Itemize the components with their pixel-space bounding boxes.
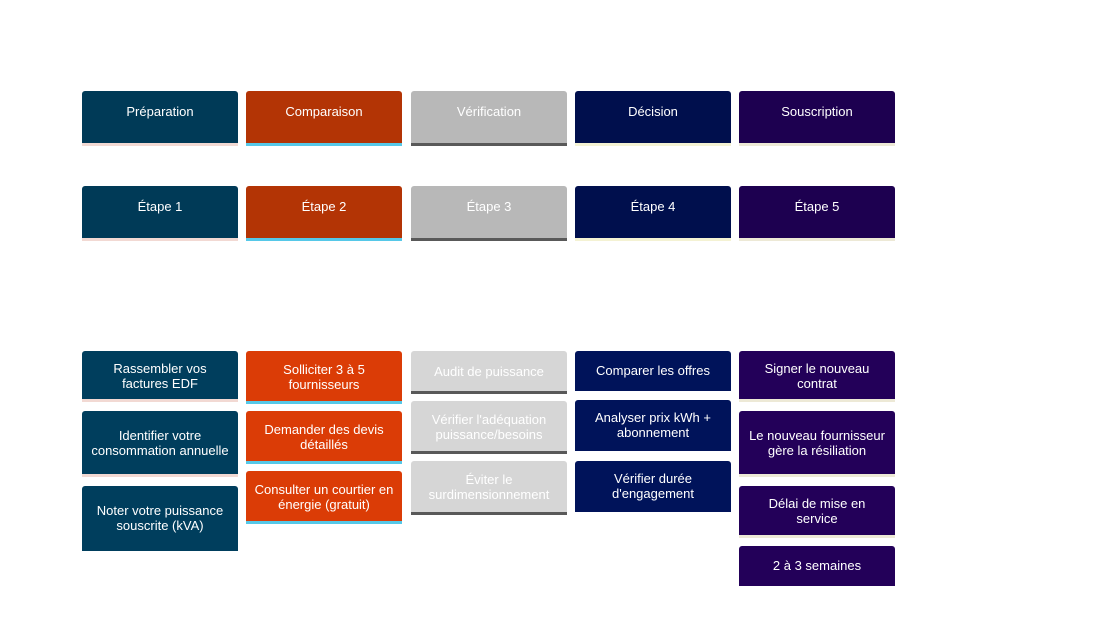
phase-label: Comparaison — [285, 104, 363, 119]
step-5: Étape 5 — [739, 186, 895, 241]
task-label: Le nouveau fournisseur gère la résiliati… — [749, 428, 885, 458]
step-2: Étape 2 — [246, 186, 402, 241]
phase-comparaison: Comparaison — [246, 91, 402, 146]
task-label: Rassembler vos factures EDF — [113, 360, 207, 391]
task-label: Noter votre puissance souscrite (kVA) — [96, 502, 224, 533]
task-card: Le nouveau fournisseur gère la résiliati… — [739, 411, 895, 477]
task-label: Vérifier l'adéquation puissance/besoins — [431, 411, 547, 442]
phase-verification: Vérification — [411, 91, 567, 146]
task-label: Consulter un courtier en énergie (gratui… — [254, 481, 394, 512]
step-4: Étape 4 — [575, 186, 731, 241]
task-label: Audit de puissance — [434, 364, 544, 379]
task-label: Comparer les offres — [596, 362, 710, 378]
task-label: Signer le nouveau contrat — [764, 360, 870, 391]
step-label: Étape 1 — [137, 199, 183, 214]
task-card: Vérifier l'adéquation puissance/besoins — [411, 401, 567, 454]
task-label: 2 à 3 semaines — [772, 557, 862, 573]
phase-label: Souscription — [781, 104, 853, 119]
task-card: Comparer les offres — [575, 351, 731, 391]
step-label: Étape 5 — [794, 199, 840, 214]
task-label: Identifier votre consommation annuelle — [91, 428, 229, 458]
phase-label: Préparation — [126, 104, 194, 119]
task-card: Délai de mise en service — [739, 486, 895, 538]
task-card: Solliciter 3 à 5 fournisseurs — [246, 351, 402, 404]
step-label: Étape 3 — [466, 199, 512, 214]
task-card: Identifier votre consommation annuelle — [82, 411, 238, 477]
task-card: Vérifier durée d'engagement — [575, 461, 731, 512]
task-card: 2 à 3 semaines — [739, 546, 895, 586]
task-card: Analyser prix kWh + abonnement — [575, 400, 731, 451]
phase-label: Vérification — [456, 104, 522, 119]
task-card: Signer le nouveau contrat — [739, 351, 895, 402]
task-card: Consulter un courtier en énergie (gratui… — [246, 471, 402, 524]
task-label: Éviter le surdimensionnement — [428, 472, 550, 502]
phase-decision: Décision — [575, 91, 731, 146]
step-label: Étape 4 — [630, 199, 676, 214]
task-label: Demander des devis détaillés — [264, 421, 384, 452]
step-3: Étape 3 — [411, 186, 567, 241]
phase-preparation: Préparation — [82, 91, 238, 146]
task-card: Éviter le surdimensionnement — [411, 461, 567, 515]
step-1: Étape 1 — [82, 186, 238, 241]
step-label: Étape 2 — [301, 199, 347, 214]
task-label: Analyser prix kWh + abonnement — [595, 409, 711, 440]
phase-souscription: Souscription — [739, 91, 895, 146]
phase-label: Décision — [628, 104, 678, 119]
task-label: Vérifier durée d'engagement — [612, 470, 694, 501]
task-card: Demander des devis détaillés — [246, 411, 402, 464]
task-label: Solliciter 3 à 5 fournisseurs — [283, 361, 365, 392]
task-card: Audit de puissance — [411, 351, 567, 394]
task-card: Noter votre puissance souscrite (kVA) — [82, 486, 238, 551]
task-label: Délai de mise en service — [768, 496, 866, 526]
task-card: Rassembler vos factures EDF — [82, 351, 238, 402]
